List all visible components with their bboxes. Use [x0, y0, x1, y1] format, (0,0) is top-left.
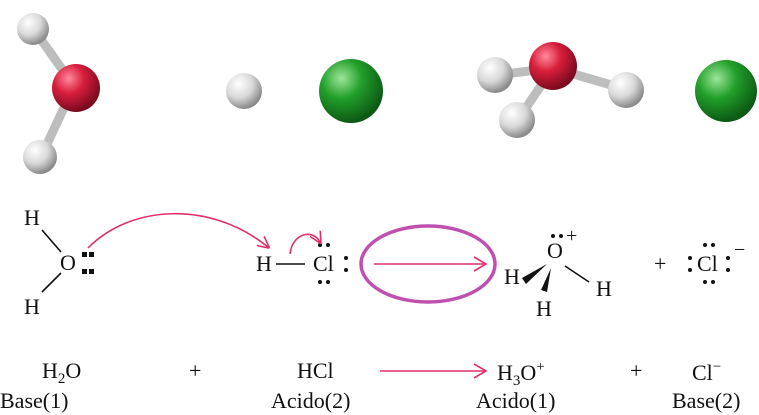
- water-h-bottom: H: [24, 294, 40, 319]
- chloride-cl: Cl: [697, 251, 718, 276]
- chlorine-atom: [319, 59, 383, 123]
- water-h-top: H: [24, 205, 40, 230]
- chlorine-atom: [695, 60, 757, 122]
- role-base-2: Base(2): [672, 388, 741, 413]
- electron-arrow-bond-to-cl: [289, 234, 320, 255]
- oxygen-atom: [529, 42, 577, 90]
- hydrogen-atom: [499, 102, 535, 138]
- eq-plus-2: +: [630, 358, 643, 383]
- chloride-lewis-dots: [688, 243, 730, 284]
- hydronium-h-bottom: H: [536, 296, 552, 321]
- hcl-h: H: [256, 251, 272, 276]
- eq-plus-1: +: [189, 358, 202, 383]
- hydronium-h-left: H: [504, 264, 520, 289]
- hydronium-charge: +: [566, 225, 578, 247]
- electron-arrow-water-to-h: [87, 212, 268, 248]
- water-lewis-bonds: [41, 229, 62, 293]
- hcl-model: [226, 59, 383, 123]
- highlight-circle: [359, 224, 497, 304]
- water-lone-pairs: [82, 252, 94, 274]
- role-base-1: Base(1): [0, 388, 69, 413]
- eq-product-chloride: Cl−: [692, 359, 722, 385]
- hydrogen-atom: [23, 140, 57, 174]
- wedge-bond: [522, 264, 547, 284]
- structures-plus: +: [654, 251, 667, 276]
- chloride-model: [695, 60, 757, 122]
- hydronium-model: [477, 42, 644, 138]
- hydrogen-atom: [17, 13, 49, 45]
- hydrogen-atom: [477, 57, 513, 93]
- water-o: O: [60, 250, 76, 275]
- role-acid-2: Acido(2): [271, 388, 351, 413]
- hydronium-h-right: H: [596, 276, 612, 301]
- hydronium-lewis: [522, 234, 590, 292]
- hydrogen-atom: [226, 73, 262, 109]
- chloride-charge: −: [734, 239, 746, 261]
- eq-reactant-hcl: HCl: [297, 358, 334, 383]
- hydronium-o: O: [547, 238, 563, 263]
- role-acid-1: Acido(1): [476, 388, 556, 413]
- hcl-lewis: [276, 243, 348, 284]
- hcl-cl: Cl: [313, 251, 334, 276]
- water-model: [17, 13, 100, 174]
- eq-reactant-water: H2O: [42, 358, 82, 387]
- eq-product-hydronium: H3O+: [497, 359, 545, 389]
- wedge-bond: [541, 268, 551, 292]
- oxygen-atom: [52, 64, 100, 112]
- hydrogen-atom: [608, 72, 644, 108]
